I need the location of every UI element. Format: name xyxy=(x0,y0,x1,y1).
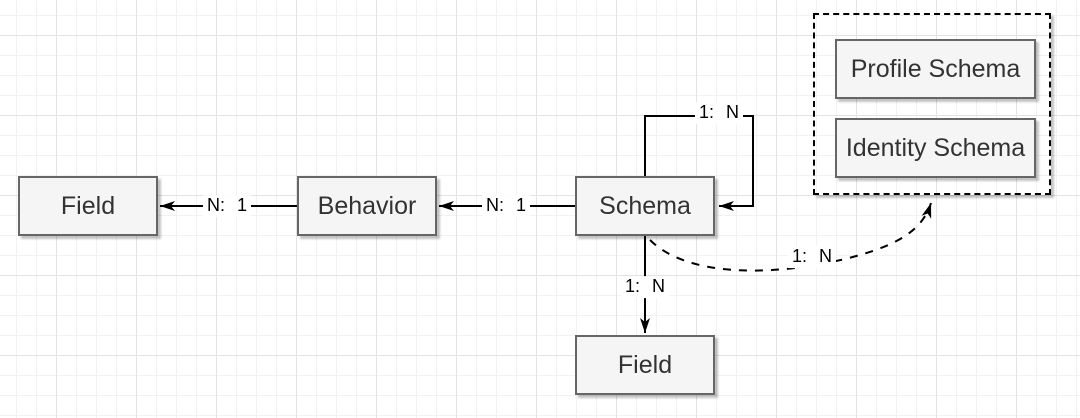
node-schema[interactable]: Schema xyxy=(575,176,715,236)
node-field-left-label: Field xyxy=(60,191,116,220)
edge-label-behavior-field[interactable]: N: 1 xyxy=(202,195,252,217)
edge-label-schema-self-loop[interactable]: 1: N xyxy=(694,102,744,124)
edge-schema-self-loop[interactable] xyxy=(644,115,754,211)
node-identity-schema[interactable]: Identity Schema xyxy=(835,118,1036,178)
node-field-bottom[interactable]: Field xyxy=(575,335,715,395)
node-profile-schema-label: Profile Schema xyxy=(850,54,1021,83)
edge-label-schema-field-bottom[interactable]: 1: N xyxy=(620,276,670,298)
node-field-bottom-label: Field xyxy=(617,350,673,379)
edge-label-schema-group[interactable]: 1: N xyxy=(787,246,837,268)
node-identity-schema-label: Identity Schema xyxy=(845,133,1026,162)
node-behavior[interactable]: Behavior xyxy=(297,176,437,236)
node-profile-schema[interactable]: Profile Schema xyxy=(835,39,1036,99)
node-field-left[interactable]: Field xyxy=(18,176,158,236)
edge-label-schema-behavior[interactable]: N: 1 xyxy=(481,195,531,217)
schema-group-container[interactable]: Profile Schema Identity Schema xyxy=(813,13,1051,195)
edge-schema-to-schema-group[interactable] xyxy=(649,202,932,272)
node-schema-label: Schema xyxy=(599,191,691,220)
node-behavior-label: Behavior xyxy=(317,191,417,220)
